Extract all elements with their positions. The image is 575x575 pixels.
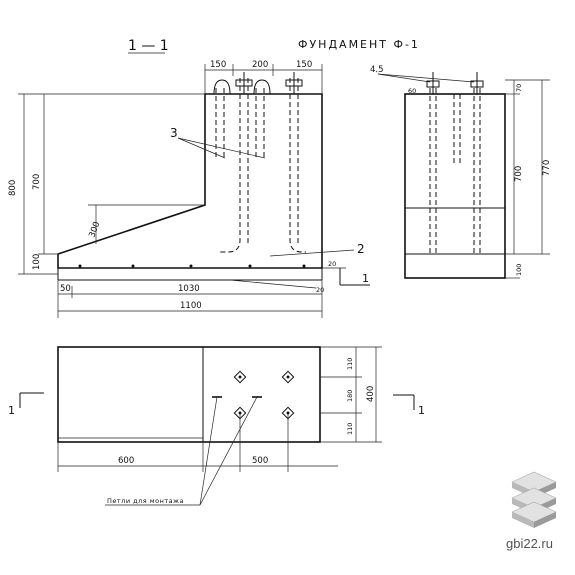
plan-section-right: 1	[418, 404, 425, 417]
callout-bolts-leader	[177, 137, 226, 159]
side-bolt-left	[429, 88, 437, 254]
foundation-title: ФУНДАМЕНТ Ф-1	[298, 38, 420, 51]
rebar-dot	[302, 264, 306, 268]
lifting-loop-right	[253, 79, 271, 95]
rebar-dot	[189, 264, 193, 268]
side-view: 4.5 60 70 700 770 100	[370, 65, 552, 279]
dim-right-20b: 20	[316, 286, 324, 294]
dim-overall-1100: 1100	[180, 301, 202, 311]
brand-logo-icon	[511, 471, 557, 528]
plan-dim-500: 500	[252, 456, 268, 466]
plan-bolt	[233, 370, 247, 384]
dim-bottom-100: 100	[32, 254, 42, 270]
dim-right-20: 20	[328, 260, 336, 268]
rebar-dot	[131, 264, 135, 268]
section-view: 150 200 150 800 700 100 300 3 2 20 20 1	[8, 60, 370, 318]
section-outline	[57, 93, 323, 269]
dim-height-800: 800	[8, 180, 18, 196]
section-title: 1 — 1	[128, 38, 169, 54]
plan-dim-400: 400	[366, 386, 376, 402]
callout-plate: 2	[357, 242, 365, 256]
anchor-bolt-left	[215, 88, 225, 160]
plan-section-left: 1	[8, 404, 15, 417]
dim-top-3: 150	[296, 60, 312, 70]
dim-height-700: 700	[32, 174, 42, 190]
side-dim-700: 700	[514, 166, 524, 182]
side-dim-60: 60	[408, 87, 416, 95]
side-ref-4-5: 4.5	[370, 65, 384, 75]
callout-plate-leader	[269, 249, 355, 257]
side-bolt-right	[473, 88, 481, 254]
rebar-dot	[78, 264, 82, 268]
side-bolt-mid	[453, 94, 461, 165]
watermark-text: gbi22.ru	[506, 536, 553, 551]
dim-top-1: 150	[210, 60, 226, 70]
side-dim-100: 100	[515, 264, 523, 276]
lifting-loop-left	[213, 79, 231, 95]
dim-base-50: 50	[60, 284, 71, 294]
anchor-bolt-mid	[255, 88, 265, 160]
callout-bolts: 3	[170, 126, 178, 140]
plan-dim-110-bottom: 110	[346, 423, 354, 435]
mount-label: Петли для монтажа	[107, 497, 184, 505]
anchor-bolt-center	[220, 78, 241, 253]
rebar-dot	[248, 264, 252, 268]
dim-slope-300: 300	[87, 220, 102, 239]
plan-bolt	[281, 370, 295, 384]
dim-top-2: 200	[252, 60, 268, 70]
plan-dim-180: 180	[346, 390, 354, 402]
plan-dim-110-top: 110	[346, 358, 354, 370]
side-dim-770: 770	[542, 160, 552, 176]
side-outline	[404, 93, 506, 279]
plan-outline	[57, 346, 321, 443]
plan-view: 110 180 110 400 600 500 1 1 Петли для мо…	[8, 346, 425, 506]
dim-base-1030: 1030	[178, 284, 200, 294]
section-mark-1: 1	[362, 272, 369, 285]
side-dim-70: 70	[515, 84, 523, 92]
anchor-bolt-right	[289, 78, 306, 253]
plan-dim-600: 600	[118, 456, 134, 466]
